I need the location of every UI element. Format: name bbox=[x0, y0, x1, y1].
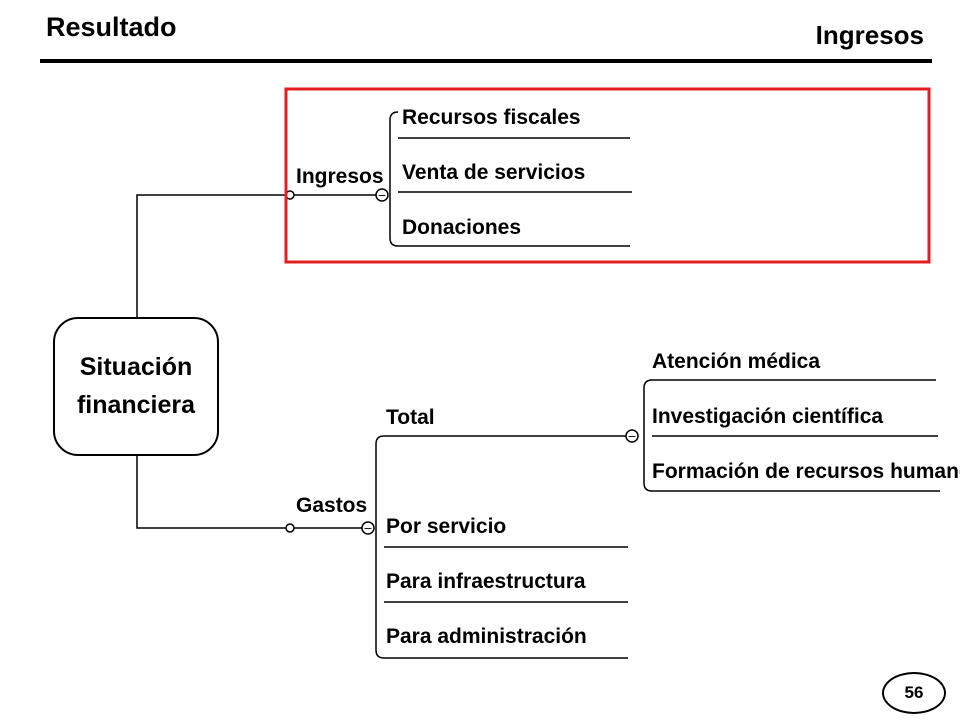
connector-root-ingresos bbox=[136, 194, 288, 318]
gastos-collapse-symbol: − bbox=[363, 522, 372, 535]
ingresos-collapse-symbol: − bbox=[377, 189, 386, 202]
gastos-collapse-icon[interactable] bbox=[361, 521, 375, 535]
gastos-bracket bbox=[375, 435, 385, 659]
ingresos-collapse-icon[interactable] bbox=[375, 188, 389, 202]
page-title: Resultado bbox=[46, 12, 177, 42]
ingresos-child-recursos-fiscales: Recursos fiscales bbox=[402, 106, 581, 129]
gastos-child-por-servicio: Por servicio bbox=[386, 515, 506, 538]
total-bracket bbox=[643, 379, 653, 492]
total-child-investigacion: Investigación científica bbox=[652, 405, 883, 428]
root-node-box bbox=[53, 317, 219, 456]
gastos-label: Gastos bbox=[296, 494, 367, 517]
total-collapse-symbol: − bbox=[627, 430, 636, 443]
root-node-line-2: financiera bbox=[77, 391, 196, 419]
ingresos-label: Ingresos bbox=[296, 165, 384, 188]
connector-root-gastos bbox=[136, 455, 288, 529]
gastos-connector-dot bbox=[285, 523, 295, 533]
ingresos-child-venta-servicios: Venta de servicios bbox=[402, 161, 585, 184]
total-child-formacion: Formación de recursos humanos bbox=[652, 460, 960, 483]
root-node-line-1: Situación bbox=[80, 353, 193, 381]
page-number: 56 bbox=[904, 683, 924, 702]
page-number-badge: 56 bbox=[882, 672, 946, 714]
total-child-atencion-medica: Atención médica bbox=[652, 350, 820, 373]
ingresos-highlight-box bbox=[284, 87, 931, 264]
section-title: Ingresos bbox=[815, 20, 924, 50]
total-collapse-icon[interactable] bbox=[625, 429, 639, 443]
header-divider bbox=[40, 59, 932, 63]
gastos-child-infraestructura: Para infraestructura bbox=[386, 570, 586, 593]
gastos-child-administracion: Para administración bbox=[386, 625, 587, 648]
ingresos-child-donaciones: Donaciones bbox=[402, 216, 521, 239]
ingresos-bracket bbox=[389, 111, 399, 247]
gastos-child-total: Total bbox=[386, 406, 435, 429]
